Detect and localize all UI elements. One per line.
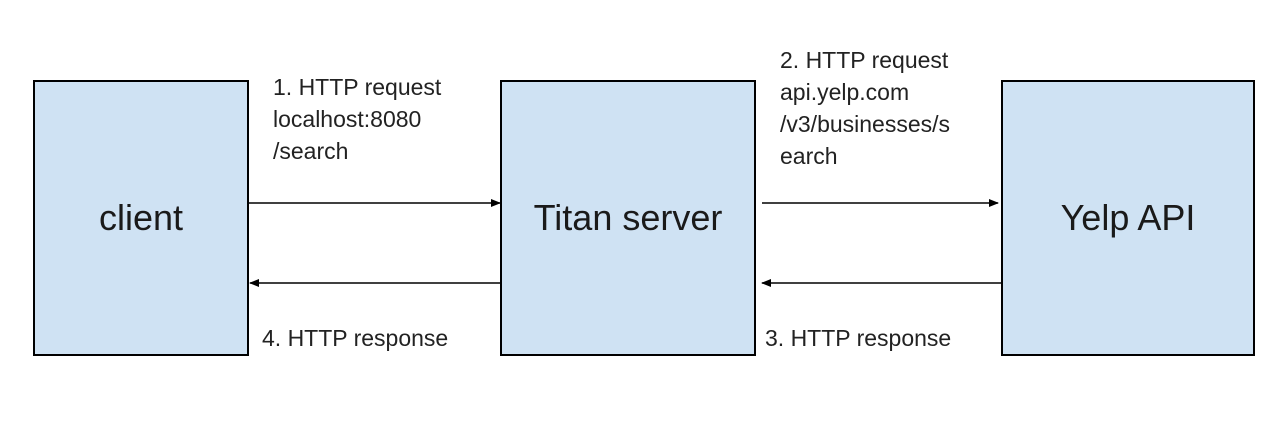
step4-label: 4. HTTP response <box>262 325 449 351</box>
step2-path-part2: earch <box>780 143 838 169</box>
step2-host: api.yelp.com <box>780 79 910 105</box>
step2-path-part1: /v3/businesses/s <box>780 111 951 137</box>
titan-server-node: Titan server <box>500 80 756 356</box>
yelp-api-label: Yelp API <box>1060 197 1196 238</box>
titan-server-label: Titan server <box>533 197 723 238</box>
step1-label: 1. HTTP request localhost:8080/search <box>273 71 441 167</box>
client-node: client <box>33 80 249 356</box>
step1-title: 1. HTTP request <box>273 74 442 100</box>
step3-label: 3. HTTP response <box>765 325 952 351</box>
yelp-api-node: Yelp API <box>1001 80 1255 356</box>
step2-title: 2. HTTP request <box>780 47 949 73</box>
step2-label: 2. HTTP request api.yelp.com/v3/businesse… <box>780 44 950 172</box>
client-label: client <box>98 197 184 238</box>
step1-path: /search <box>273 138 349 164</box>
step1-host: localhost:8080 <box>273 106 422 132</box>
